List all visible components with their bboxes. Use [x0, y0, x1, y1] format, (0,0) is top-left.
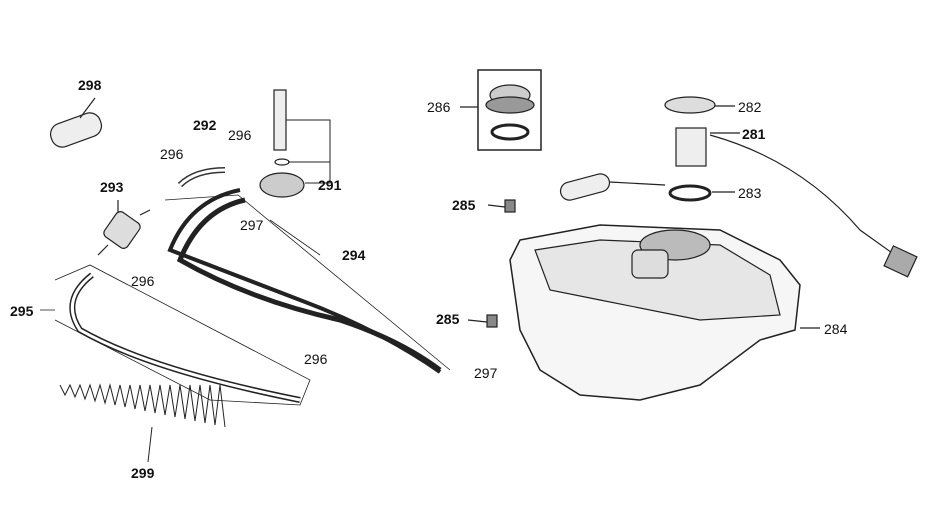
callout-282: 282	[738, 99, 762, 115]
part-291-fuel-cock	[259, 89, 331, 198]
callout-299: 299	[131, 465, 155, 481]
part-298-sleeve	[49, 97, 103, 148]
part-285-bolts	[467, 199, 516, 328]
callout-285: 285	[452, 197, 476, 213]
callout-296: 296	[304, 351, 328, 367]
callout-296: 296	[131, 273, 155, 289]
callout-294: 294	[342, 247, 366, 263]
callout-293: 293	[100, 179, 124, 195]
part-294-hoses	[164, 188, 451, 374]
callout-284: 284	[824, 321, 848, 337]
callout-283: 283	[738, 185, 762, 201]
part-293-fuel-filter	[97, 200, 151, 256]
part-284-fuel-tank	[509, 224, 820, 401]
callout-296: 296	[228, 127, 252, 143]
callout-297: 297	[240, 217, 264, 233]
part-281-fuel-sender	[559, 96, 918, 278]
part-299-spring	[59, 383, 226, 428]
callout-285: 285	[436, 311, 460, 327]
part-286-fuel-cap	[460, 69, 542, 151]
callout-297: 297	[474, 365, 498, 381]
callout-281: 281	[742, 126, 766, 142]
callout-286: 286	[427, 99, 451, 115]
part-295-hose	[40, 264, 311, 406]
callout-291: 291	[318, 177, 342, 193]
callout-295: 295	[10, 303, 34, 319]
callout-296: 296	[160, 146, 184, 162]
callout-292: 292	[193, 117, 217, 133]
callout-298: 298	[78, 77, 102, 93]
